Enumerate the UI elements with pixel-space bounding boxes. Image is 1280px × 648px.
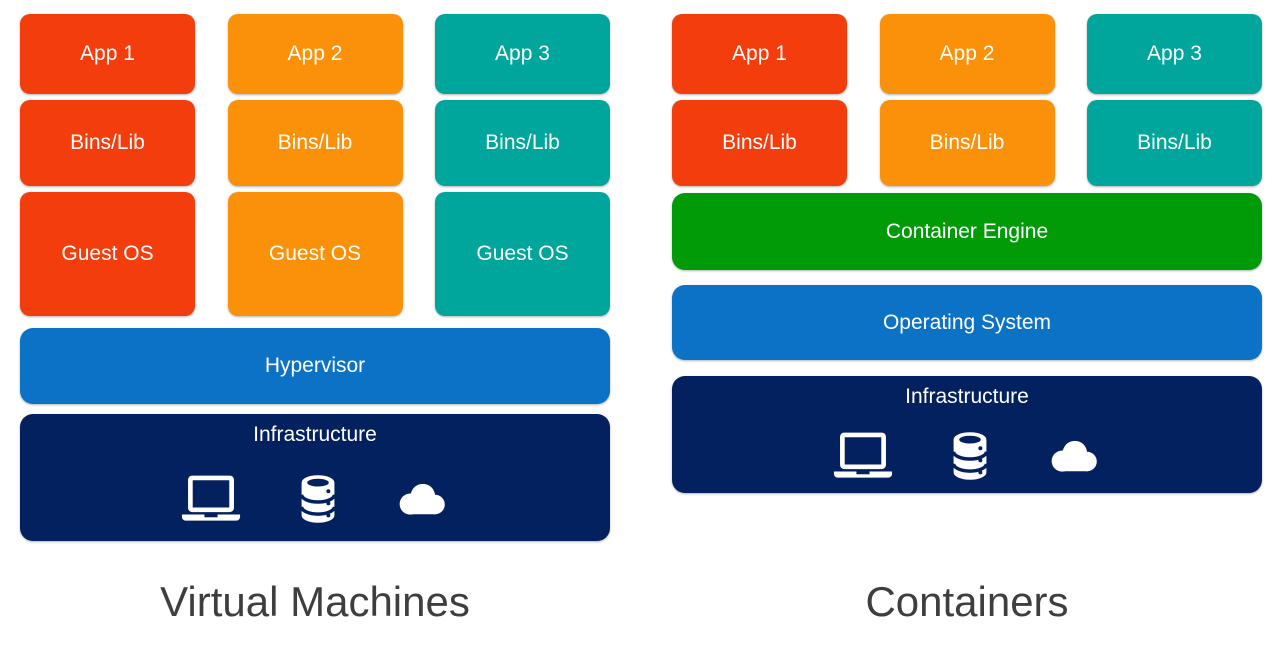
- operating-system-label: Operating System: [882, 310, 1052, 334]
- vm-guestos1-label: Guest OS: [61, 242, 154, 265]
- laptop-icon: [833, 432, 893, 478]
- vm-guestos1-box: Guest OS: [20, 192, 195, 316]
- container-app-row: App 1 App 2 App 3: [672, 14, 1262, 94]
- container-app2-label: App 2: [939, 42, 995, 65]
- container-app1-label: App 1: [732, 42, 787, 65]
- vm-infrastructure-icons: [181, 456, 449, 541]
- vm-guestos-row: Guest OS Guest OS Guest OS: [20, 192, 610, 316]
- container-bins2-label: Bins/Lib: [929, 131, 1005, 154]
- vm-app-row: App 1 App 2 App 3: [20, 14, 610, 94]
- container-bins-row: Bins/Lib Bins/Lib Bins/Lib: [672, 100, 1262, 186]
- container-app1-box: App 1: [672, 14, 847, 94]
- virtual-machines-panel: App 1 App 2 App 3 Bins/Lib Bins/Lib Bins…: [20, 14, 610, 625]
- virtual-machines-title: Virtual Machines: [160, 578, 470, 625]
- vm-app2-label: App 2: [287, 42, 343, 65]
- hypervisor-label: Hypervisor: [264, 354, 366, 377]
- vm-guestos2-label: Guest OS: [268, 242, 362, 265]
- vm-infrastructure-label: Infrastructure: [253, 423, 377, 446]
- vm-bins3-box: Bins/Lib: [435, 100, 610, 186]
- vm-app3-label: App 3: [495, 42, 550, 65]
- vm-bins-row: Bins/Lib Bins/Lib Bins/Lib: [20, 100, 610, 186]
- containers-title: Containers: [865, 578, 1069, 625]
- container-infrastructure-icons: [833, 418, 1101, 493]
- container-engine-label: Container Engine: [885, 219, 1049, 243]
- container-engine-bar: Container Engine: [672, 193, 1262, 270]
- vm-app3-box: App 3: [435, 14, 610, 94]
- container-bins3-label: Bins/Lib: [1137, 131, 1212, 154]
- vm-guestos3-label: Guest OS: [476, 242, 569, 265]
- container-bins3-box: Bins/Lib: [1087, 100, 1262, 186]
- container-app2-box: App 2: [879, 14, 1055, 94]
- database-icon: [299, 474, 337, 523]
- vm-guestos2-box: Guest OS: [227, 192, 403, 316]
- container-app3-box: App 3: [1087, 14, 1262, 94]
- container-infrastructure-bar: Infrastructure: [672, 376, 1262, 493]
- vm-infrastructure-bar: Infrastructure: [20, 414, 610, 541]
- vm-bins1-box: Bins/Lib: [20, 100, 195, 186]
- operating-system-bar: Operating System: [672, 285, 1262, 360]
- vm-bins2-label: Bins/Lib: [277, 131, 353, 154]
- vm-guestos3-box: Guest OS: [435, 192, 610, 316]
- container-bins1-label: Bins/Lib: [722, 131, 797, 154]
- vm-bins2-box: Bins/Lib: [227, 100, 403, 186]
- vm-app1-label: App 1: [80, 42, 135, 65]
- vm-bins3-label: Bins/Lib: [485, 131, 560, 154]
- database-icon: [951, 431, 989, 480]
- hypervisor-bar: Hypervisor: [20, 328, 610, 404]
- laptop-icon: [181, 475, 241, 521]
- cloud-icon: [399, 483, 445, 515]
- cloud-icon: [1051, 440, 1097, 472]
- vm-app2-box: App 2: [227, 14, 403, 94]
- containers-panel: App 1 App 2 App 3 Bins/Lib Bins/Lib Bins…: [672, 14, 1262, 625]
- container-infrastructure-label: Infrastructure: [905, 385, 1029, 408]
- container-app3-label: App 3: [1147, 42, 1202, 65]
- container-bins1-box: Bins/Lib: [672, 100, 847, 186]
- container-bins2-box: Bins/Lib: [879, 100, 1055, 186]
- vm-bins1-label: Bins/Lib: [70, 131, 145, 154]
- vm-app1-box: App 1: [20, 14, 195, 94]
